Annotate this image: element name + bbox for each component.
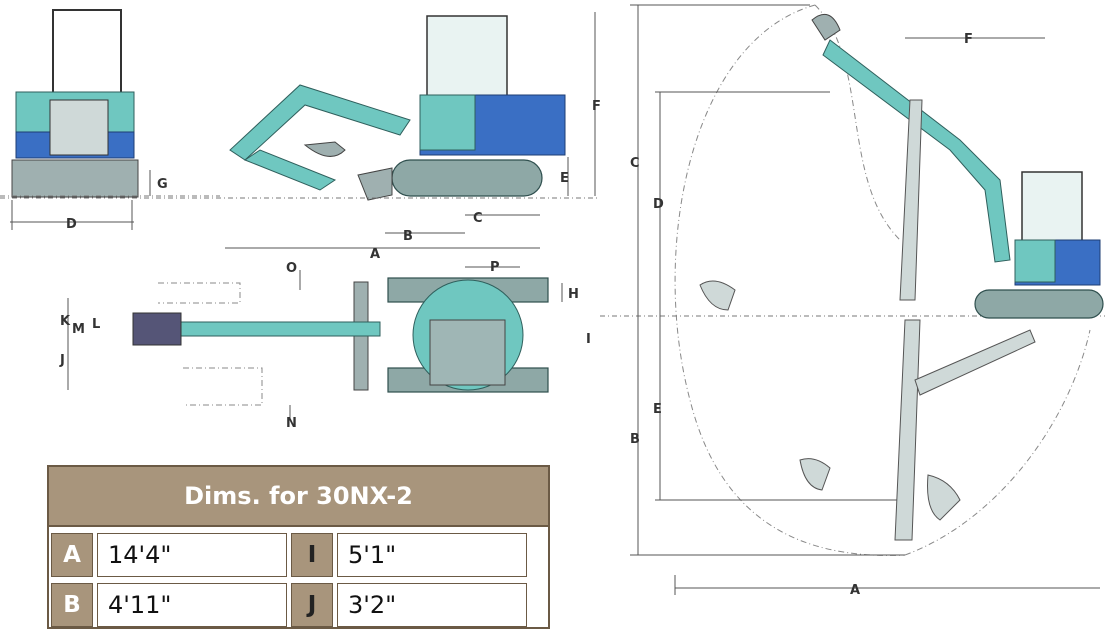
label-f-side: F [592, 99, 601, 114]
excavator-dimension-diagram: D G A B C E F O [0, 4, 1105, 598]
table-row: B 4'11" J 3'2" [49, 583, 548, 627]
label-m: M [72, 322, 85, 337]
side-bucket [303, 141, 346, 157]
top-bucket [132, 312, 182, 346]
dim-value: 4'11" [97, 583, 287, 627]
label-j: J [59, 353, 65, 368]
label-a-reach: A [850, 583, 860, 598]
dim-key: J [291, 583, 333, 627]
front-undercarriage [11, 159, 139, 198]
spec-table: Dims. for 30NX-2 A 14'4" I 5'1" B 4'11" … [47, 465, 550, 629]
reach-diagram: C B D E F A [600, 4, 1105, 598]
label-c-side: C [473, 211, 483, 226]
reach-cab [1021, 171, 1083, 253]
reach-bucket-ghost-low [799, 458, 831, 491]
label-d-front: D [66, 217, 77, 232]
table-row: A 14'4" I 5'1" [49, 533, 548, 577]
side-track [391, 159, 543, 197]
label-g: G [157, 177, 168, 192]
reach-bucket-top [811, 13, 841, 41]
reach-bucket-ghost-bottom [927, 474, 961, 521]
reach-track [974, 289, 1104, 319]
label-h: H [568, 287, 579, 302]
label-f-reach: F [964, 32, 973, 47]
front-engine [49, 99, 109, 156]
label-b-reach: B [630, 432, 640, 447]
reach-arm-down [894, 319, 921, 541]
label-o: O [286, 261, 297, 276]
side-body-teal [419, 94, 476, 151]
label-d-reach: D [653, 197, 664, 212]
top-boom [179, 321, 381, 337]
reach-body-teal [1014, 239, 1056, 283]
top-view: O P H I K M L J N [59, 260, 591, 431]
dim-key: B [51, 583, 93, 627]
dim-value: 14'4" [97, 533, 287, 577]
side-arm [243, 149, 337, 191]
dim-key: A [51, 533, 93, 577]
side-view: A B C E F [0, 12, 601, 262]
dim-key: I [291, 533, 333, 577]
spec-table-title: Dims. for 30NX-2 [49, 467, 548, 527]
label-e-side: E [560, 171, 569, 186]
label-k: K [60, 314, 71, 329]
label-l: L [92, 317, 100, 332]
dim-value: 3'2" [337, 583, 527, 627]
label-c-reach: C [630, 156, 640, 171]
label-p: P [490, 260, 500, 275]
dim-value: 5'1" [337, 533, 527, 577]
reach-arm-mid [914, 329, 1036, 396]
reach-arm-vertical [899, 99, 923, 301]
label-i: I [586, 332, 591, 347]
front-view: D G [0, 9, 220, 232]
top-cab-roof [429, 319, 506, 386]
reach-bucket-ghost-left [699, 280, 736, 311]
reach-envelope [674, 4, 906, 556]
label-n: N [286, 416, 297, 431]
label-b-side: B [403, 229, 413, 244]
label-e-reach: E [653, 402, 662, 417]
side-blade [357, 167, 393, 201]
reach-boom [822, 39, 1011, 263]
front-cab-frame [52, 9, 122, 103]
label-a-side: A [370, 247, 380, 262]
